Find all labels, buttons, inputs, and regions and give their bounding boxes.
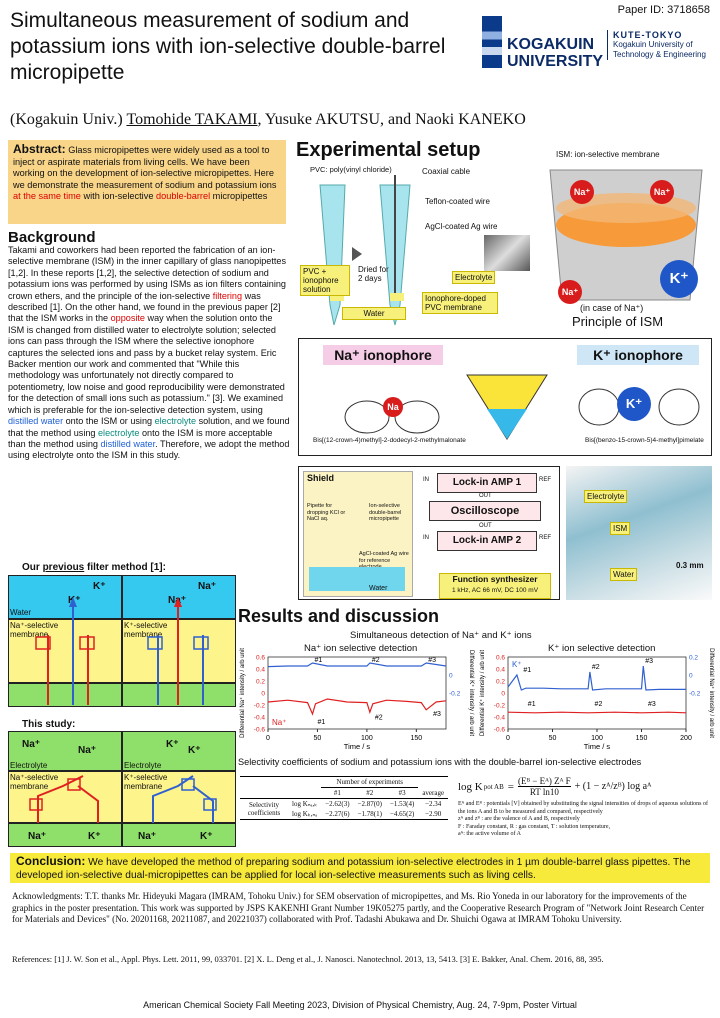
background-text: Takami and coworkers had been reported t… [8, 245, 290, 461]
y-tick-label-right: 0 [449, 673, 453, 680]
this-study-label: This study: [22, 719, 76, 730]
university-logo-mark [482, 16, 502, 68]
y-axis-label-left: Differential Na⁺ intensity / arb unit [239, 648, 246, 738]
x-axis-label: Time / s [344, 742, 371, 751]
peak-marker: #2 [375, 714, 383, 721]
y-tick-label-right: -0.2 [449, 691, 461, 698]
ism-principle-diagram: Na⁺ Na⁺ Na⁺ K⁺ (in case of Na⁺) Principl… [540, 160, 712, 330]
y-tick-label-left: 0 [501, 691, 505, 698]
footer: American Chemical Society Fall Meeting 2… [143, 1000, 577, 1010]
series-line [267, 698, 447, 716]
peak-marker: #2 [592, 664, 600, 671]
x-tick-label: 100 [591, 735, 603, 742]
background-heading: Background [8, 229, 96, 246]
ionophore-panel: Na⁺ ionophore K⁺ ionophore Na K⁺ Bis[(12… [298, 338, 712, 456]
y-tick-label-right: 0 [689, 673, 693, 680]
y-axis-label-left: Differential K⁺ intensity / arb unit [479, 650, 486, 736]
y-tick-label-right: 0.2 [689, 655, 698, 662]
peak-marker: #1 [317, 719, 325, 726]
y-tick-label-left: 0.4 [496, 667, 505, 674]
chart-title: Na⁺ ion selective detection [304, 643, 418, 654]
peak-marker: #2 [372, 657, 380, 664]
previous-method-diagram: Water Na⁺-selective membrane K⁺-selectiv… [8, 575, 236, 707]
sem-image [484, 235, 530, 271]
authors-line: (Kogakuin Univ.) Tomohide TAKAMI, Yusuke… [10, 111, 526, 128]
y-tick-label-left: 0.6 [496, 655, 505, 662]
x-tick-label: 50 [549, 735, 557, 742]
micropipette-photo: Electrolyte ISM Water 0.3 mm [566, 466, 712, 600]
references: References: [1] J. W. Son et al., Appl. … [12, 954, 604, 964]
selectivity-equation: log K pot AB = (Eᴮ − Eᴬ) Zᴬ F RT ln10 + … [458, 776, 708, 837]
peak-marker: #3 [645, 658, 653, 665]
acknowledgments: Acknowledgments: T.T. thanks Mr. Hideyuk… [12, 891, 705, 925]
y-tick-label-left: -0.2 [494, 703, 506, 710]
x-tick-label: 200 [680, 735, 692, 742]
x-tick-label: 150 [636, 735, 648, 742]
series-line [507, 711, 687, 714]
y-tick-label-left: -0.2 [254, 703, 266, 710]
poster-title: Simultaneous measurement of sodium and p… [10, 9, 446, 84]
pipette-fabrication-diagram: PVC + ionophore solution Dried for 2 day… [300, 167, 540, 340]
measurement-system-diagram: Shield Pipette for dropping KCl or NaCl … [298, 466, 560, 600]
x-tick-label: 150 [410, 735, 422, 742]
y-tick-label-left: -0.4 [494, 715, 506, 722]
results-heading: Results and discussion [238, 606, 440, 626]
peak-marker: #1 [528, 701, 536, 708]
y-tick-label-left: 0 [261, 691, 265, 698]
plot-frame [267, 656, 447, 730]
peak-marker: #3 [428, 657, 436, 664]
y-tick-label-left: -0.6 [494, 727, 506, 734]
peak-marker: #3 [433, 711, 441, 718]
selectivity-title: Selectivity coefficients of sodium and p… [238, 757, 642, 767]
y-tick-label-left: 0.4 [256, 667, 265, 674]
y-tick-label-left: 0.2 [256, 679, 265, 686]
setup-heading: Experimental setup [296, 139, 481, 161]
k-detection-chart: K⁺ ion selective detection 0 50 100 150 200 0… [478, 641, 716, 751]
paper-id: Paper ID: 3718658 [617, 4, 710, 16]
peak-marker: #3 [648, 701, 656, 708]
x-tick-label: 100 [361, 735, 373, 742]
pvc-note: PVC: poly(vinyl chloride) [310, 165, 392, 174]
this-study-diagram: Electrolyte Electrolyte Na⁺-selective me… [8, 731, 236, 847]
peak-marker: #2 [595, 701, 603, 708]
na-detection-chart: Na⁺ ion selective detection 0 50 100 150 0.6… [238, 641, 476, 751]
x-tick-label: 50 [314, 735, 322, 742]
y-axis-label-right: Differential Na⁺ intensity / arb unit [708, 648, 715, 738]
previous-method-label: Our previous filter method [1]: [22, 562, 166, 573]
y-tick-label-left: -0.6 [254, 727, 266, 734]
ism-note: ISM: ion-selective membrane [556, 150, 660, 159]
x-tick-label: 0 [506, 735, 510, 742]
y-tick-label-left: -0.4 [254, 715, 266, 722]
corner-label: Na⁺ [272, 718, 286, 727]
peak-marker: #1 [523, 667, 531, 674]
series-line [267, 662, 447, 668]
y-tick-label-left: 0.2 [496, 679, 505, 686]
abstract-box: Abstract: Glass micropipettes were widel… [8, 140, 286, 224]
y-axis-label-right: Differential K⁺ intensity / arb unit [468, 650, 475, 736]
conclusion-box: Conclusion: We have developed the method… [10, 853, 710, 883]
x-axis-label: Time / s [584, 742, 611, 751]
y-tick-label-left: 0.6 [256, 655, 265, 662]
this-study-arrows [29, 775, 217, 823]
peak-marker: #1 [315, 657, 323, 664]
series-line [507, 665, 686, 691]
chart-title: K⁺ ion selective detection [548, 643, 656, 654]
y-tick-label-right: -0.2 [689, 691, 701, 698]
previous-method-arrows [35, 597, 209, 705]
simultaneous-caption: Simultaneous detection of Na⁺ and K⁺ ion… [350, 630, 532, 641]
corner-label: K⁺ [512, 660, 522, 669]
x-tick-label: 0 [266, 735, 270, 742]
